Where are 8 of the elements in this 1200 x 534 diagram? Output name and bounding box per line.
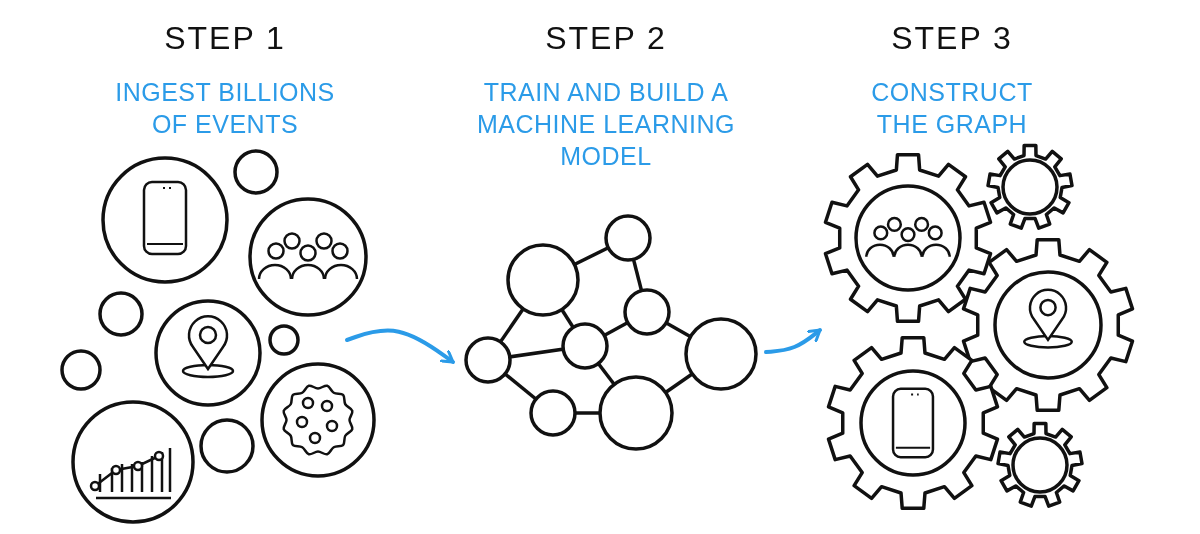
arrow — [764, 328, 822, 354]
step-heading: STEP 1 — [164, 20, 286, 57]
step-description: INGEST BILLIONS OF EVENTS — [114, 77, 336, 140]
step-description: TRAIN AND BUILD A MACHINE LEARNING MODEL — [475, 77, 736, 172]
arrow — [345, 328, 455, 364]
step-heading: STEP 3 — [891, 20, 1013, 57]
step-heading: STEP 2 — [545, 20, 667, 57]
step-description: CONSTRUCT THE GRAPH — [870, 77, 1034, 140]
